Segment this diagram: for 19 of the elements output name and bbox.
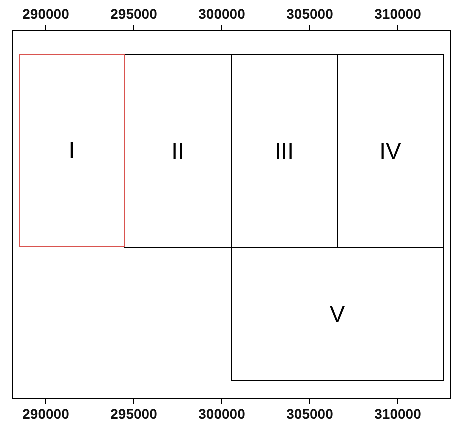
zone-label: I bbox=[68, 137, 76, 164]
axis-tick-label: 310000 bbox=[374, 6, 422, 22]
zone-label: II bbox=[172, 138, 184, 164]
axis-tick-label: 300000 bbox=[198, 6, 246, 22]
zone-rectangle bbox=[337, 54, 444, 248]
axis-tick-label: 295000 bbox=[110, 6, 158, 22]
axis-tick-label: 290000 bbox=[22, 6, 70, 22]
zone-rectangle bbox=[124, 54, 232, 248]
axis-tick-label: 310000 bbox=[374, 406, 422, 422]
zone-rectangle bbox=[231, 247, 444, 381]
axis-tick-label: 305000 bbox=[286, 6, 334, 22]
axis-tick-label: 290000 bbox=[22, 406, 70, 422]
axis-tick-label: 295000 bbox=[110, 406, 158, 422]
axis-tick-label: 300000 bbox=[198, 406, 246, 422]
zone-rectangle bbox=[19, 54, 125, 247]
axis-tick-label: 305000 bbox=[286, 406, 334, 422]
zone-label: III bbox=[274, 138, 294, 164]
zone-label: V bbox=[330, 300, 346, 328]
zone-label: IV bbox=[380, 138, 402, 164]
